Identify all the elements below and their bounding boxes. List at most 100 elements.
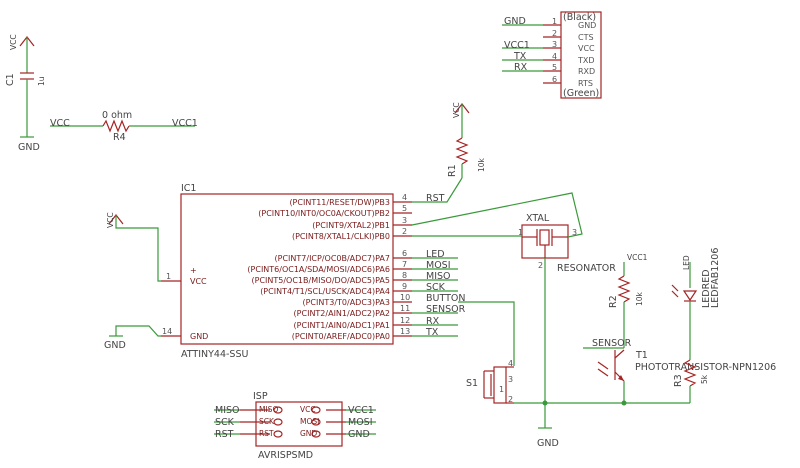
ftdi-pin-name-vcc: VCC xyxy=(578,44,595,53)
isp-net-sck: SCK xyxy=(215,417,235,428)
r3-value: 5k xyxy=(700,374,709,384)
ftdi-pin-name-cts: CTS xyxy=(578,33,594,42)
ic1-pin-num-10: 10 xyxy=(400,293,410,302)
resonator-xtal[interactable]: XTAL 1 3 2 RESONATOR xyxy=(411,192,616,428)
isp-pin-miso: MISO xyxy=(259,405,278,414)
xtal-pin-3: 3 xyxy=(572,228,577,237)
led-triangle-icon xyxy=(682,290,698,302)
r2-zigzag xyxy=(617,275,631,303)
r3-ref: R3 xyxy=(673,374,684,387)
r2-ref: R2 xyxy=(608,295,619,308)
ic1-pin-num-11: 11 xyxy=(400,304,410,313)
ic1-net-mosi: MOSI xyxy=(426,260,451,271)
ic1-part: ATTINY44-SSU xyxy=(181,349,248,360)
c1-value: 1u xyxy=(37,76,46,86)
r4-net-left: VCC xyxy=(50,118,70,129)
ic1-net-led: LED xyxy=(426,249,445,260)
ic1-pin-num-7: 7 xyxy=(402,260,407,269)
resistor-r3[interactable]: R3 5k xyxy=(673,359,709,403)
ftdi-pin-name-txd: TXD xyxy=(577,56,595,65)
c1-vcc-label: VCC xyxy=(9,34,18,50)
ic1-pin-pb0: (PCINT8/XTAL1/CLKI)PB0 xyxy=(292,232,390,241)
ic1-gnd-net: GND xyxy=(104,340,126,351)
ic1-pin-num-vcc: 1 xyxy=(166,272,171,281)
ic1-net-sck: SCK xyxy=(426,282,446,293)
led-name: LEDRED xyxy=(701,269,712,308)
resistor-r1[interactable]: VCC R1 10k xyxy=(412,102,486,203)
s1-pin-4: 4 xyxy=(508,359,513,368)
ftdi-header[interactable]: (Black) (Green) 1 2 3 4 5 6 GND CTS VCC … xyxy=(502,11,602,99)
ic1-pin-num-13: 13 xyxy=(400,327,410,336)
ic1-pin-num-gnd: 14 xyxy=(162,327,172,336)
r1-value: 10k xyxy=(477,157,486,172)
isp-net-vcc1: VCC1 xyxy=(348,405,374,416)
ic1-pin-pa5: (PCINT5/OC1B/MISO/DO/ADC5)PA5 xyxy=(252,276,391,285)
r2-value: 10k xyxy=(635,291,644,306)
ic1-vcc-net: VCC xyxy=(106,212,115,228)
ic1-pin-pb2: (PCINT10/INT0/OC0A/CKOUT)PB2 xyxy=(258,209,390,218)
r1-ref: R1 xyxy=(447,164,458,177)
s1-pin-2: 2 xyxy=(508,395,513,404)
ic1-pin-pa1: (PCINT1/AIN0/ADC1)PA1 xyxy=(294,321,390,330)
isp-net-rst: RST xyxy=(215,429,234,440)
s1-pin-3: 3 xyxy=(508,375,513,384)
s1-ref: S1 xyxy=(466,378,478,389)
ftdi-net-gnd: GND xyxy=(504,16,526,27)
ftdi-bottom-note: (Green) xyxy=(563,88,599,99)
c1-ref: C1 xyxy=(5,73,16,86)
ftdi-net-tx: TX xyxy=(513,51,527,62)
isp-pin-vcc: VCC xyxy=(300,405,316,414)
gnd-junction-1 xyxy=(542,400,548,406)
ic1-pin-pa4: (PCINT4/T1/SCL/USCK/ADC4)PA4 xyxy=(260,287,390,296)
ic1-net-tx: TX xyxy=(425,327,439,338)
xtal-pin-1: 1 xyxy=(518,228,523,237)
ic1-net-button: BUTTON xyxy=(426,293,466,304)
led-net-label: LED xyxy=(682,255,691,270)
ftdi-top-note: (Black) xyxy=(563,12,596,23)
phototransistor-t1[interactable]: SENSOR T1 PHOTOTRANSISTOR-NPN1206 xyxy=(583,338,776,403)
r2-vcc1-label: VCC1 xyxy=(627,253,648,262)
r1-vcc-label: VCC xyxy=(452,102,461,118)
ftdi-pin-num-6: 6 xyxy=(552,75,557,84)
ftdi-pin-name-rts: RTS xyxy=(578,79,593,88)
ic1-pin-pb1: (PCINT9/XTAL2)PB1 xyxy=(312,221,390,230)
isp-pin-gnd: GND xyxy=(300,429,317,438)
t1-value: PHOTOTRANSISTOR-NPN1206 xyxy=(635,362,776,373)
switch-s1[interactable]: 4 3 1 2 S1 xyxy=(458,301,690,404)
resistor-r4[interactable]: VCC VCC1 0 ohm R4 xyxy=(50,110,198,143)
isp-pin-mosi: MOSI xyxy=(300,417,319,426)
isp-ref: ISP xyxy=(253,391,268,402)
r4-value: 0 ohm xyxy=(102,110,132,121)
capacitor-c1[interactable]: VCC GND C1 1u xyxy=(5,34,46,153)
led-red[interactable]: LED LEDRED LEDFAB1206 xyxy=(671,248,721,360)
xtal-pin-2: 2 xyxy=(538,261,543,270)
ic1-net-rst: RST xyxy=(426,193,445,204)
ftdi-pin-num-2: 2 xyxy=(552,29,557,38)
ic1-pin-num-12: 12 xyxy=(400,316,410,325)
ic1-pin-pa0: (PCINT0/AREF/ADC0)PA0 xyxy=(292,332,390,341)
ic1-net-miso: MISO xyxy=(426,271,451,282)
ic1-net-sensor: SENSOR xyxy=(426,304,466,315)
ic-attiny44[interactable]: IC1 ATTINY44-SSU 1 14 + VCC GND VCC GND … xyxy=(104,183,466,360)
ic1-plus-mark: + xyxy=(190,266,197,275)
ftdi-pin-num-1: 1 xyxy=(552,17,557,26)
ic1-net-rx: RX xyxy=(426,316,440,327)
ic1-pin-num-3: 3 xyxy=(402,216,407,225)
isp-part: AVRISPSMD xyxy=(258,450,313,461)
ic1-pin-vcc: VCC xyxy=(190,277,207,286)
isp-net-gnd: GND xyxy=(348,429,370,440)
resistor-r2[interactable]: VCC1 R2 10k xyxy=(608,253,648,348)
ftdi-pin-name-gnd: GND xyxy=(578,21,596,30)
ftdi-net-rx: RX xyxy=(514,62,528,73)
r1-zigzag xyxy=(455,137,469,165)
isp-header[interactable]: ISP MISO SCK RST VCC MOSI GND AVRISPSMD … xyxy=(214,391,376,461)
r4-ref: R4 xyxy=(113,132,126,143)
ic1-pin-num-2: 2 xyxy=(402,227,407,236)
ic1-pin-pa3: (PCINT3/T0/ADC3)PA3 xyxy=(302,298,390,307)
r3-zigzag xyxy=(683,359,697,387)
ftdi-pin-num-4: 4 xyxy=(552,52,557,61)
ic1-pin-num-4: 4 xyxy=(402,193,407,202)
ftdi-pin-name-rxd: RXD xyxy=(578,67,595,76)
c1-gnd-label: GND xyxy=(18,142,40,153)
